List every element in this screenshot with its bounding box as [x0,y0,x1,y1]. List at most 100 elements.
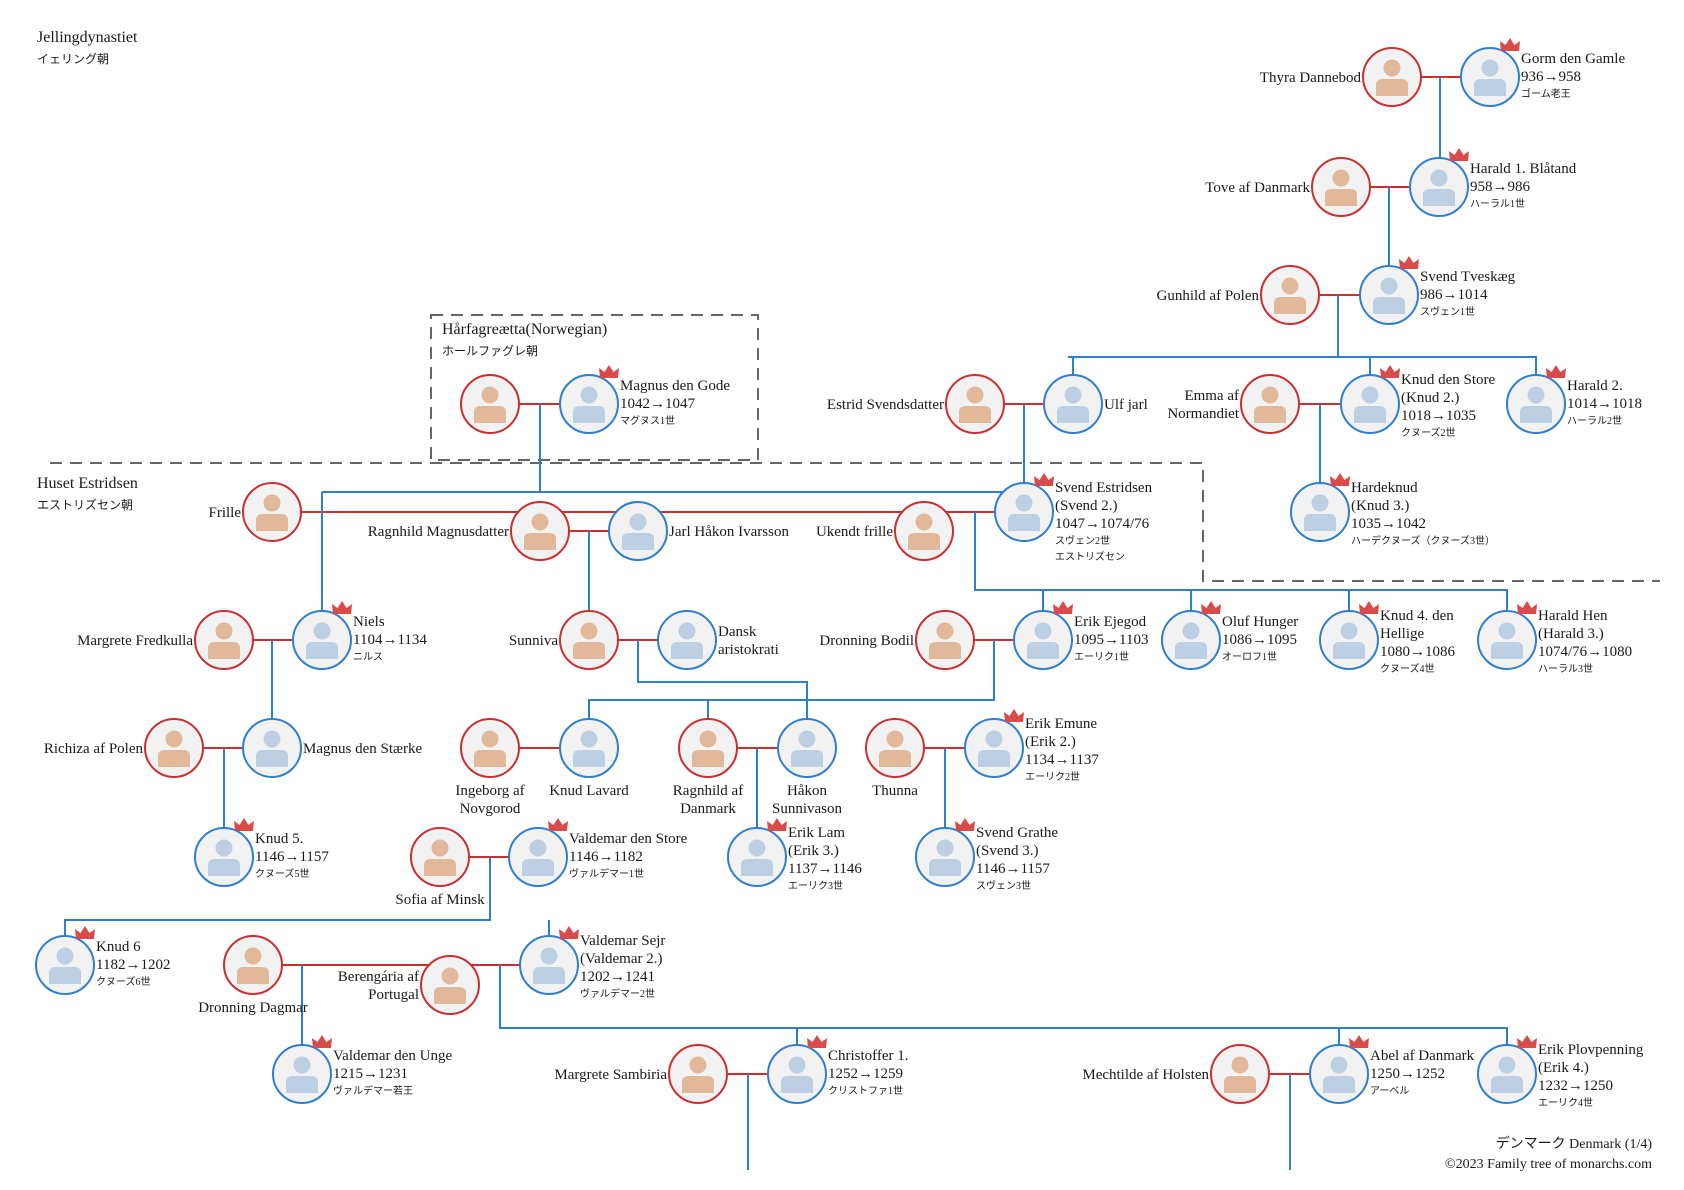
person-node-estrid[interactable]: Estrid Svendsdatter [827,374,1005,434]
portrait-circle [510,501,570,561]
person-node-valdemar2[interactable]: Valdemar Sejr(Valdemar 2.)1202→1241ヴァルデマ… [519,926,665,1000]
person-node-tove[interactable]: Tove af Danmark [1205,157,1371,217]
person-name: Mechtilde af Holsten [1082,1067,1209,1083]
portrait-circle [1359,265,1419,325]
portrait-circle [1290,482,1350,542]
person-reign: 1080→1086 [1380,644,1456,660]
person-reign: 1086→1095 [1222,632,1297,648]
person-name: Hardeknud [1351,480,1418,496]
person-jp-name: エーリク3世 [788,880,843,892]
person-name: (Erik 2.) [1025,734,1076,750]
person-node-frille[interactable]: Frille [209,482,302,542]
person-node-richiza[interactable]: Richiza af Polen [44,718,204,778]
person-reign: 1146→1157 [255,849,329,865]
person-jp-name: ハーラル2世 [1567,415,1622,427]
male-person-icon [522,839,554,876]
male-person-icon [1027,622,1059,659]
person-reign: 1215→1231 [333,1066,408,1082]
person-node-margretes[interactable]: Margrete Sambiria [554,1044,728,1104]
person-node-bodil[interactable]: Dronning Bodil [819,610,975,670]
person-node-ukendt[interactable]: Ukendt frille [816,501,954,561]
person-node-sofia[interactable]: Sofia af Minsk [395,827,485,908]
portrait-circle [1210,1044,1270,1104]
person-name: Danmark [680,801,736,817]
male-person-icon [573,730,605,767]
person-reign: 1134→1137 [1025,752,1099,768]
person-node-gunhild[interactable]: Gunhild af Polen [1157,265,1320,325]
male-person-icon [306,622,338,659]
crown-icon [767,818,787,831]
person-reign: 1014→1018 [1567,396,1642,412]
portrait-circle [559,374,619,434]
person-node-thyra[interactable]: Thyra Dannebod [1260,47,1422,107]
person-node-jarlhakon[interactable]: Jarl Håkon Ivarsson [608,501,789,561]
person-node-magnusw[interactable] [460,374,520,434]
person-node-margretef[interactable]: Margrete Fredkulla [77,610,254,670]
person-name: Frille [209,505,242,521]
person-name: (Harald 3.) [1538,626,1604,642]
person-name: Knud 4. den [1380,608,1454,624]
male-person-icon [1491,622,1523,659]
portrait-circle [1260,265,1320,325]
person-name: Harald 1. Blåtand [1470,161,1577,177]
person-node-mechtilde[interactable]: Mechtilde af Holsten [1082,1044,1270,1104]
person-jp-name: オーロフ1世 [1222,651,1277,663]
male-person-icon [1175,622,1207,659]
person-node-ragnhildm[interactable]: Ragnhild Magnusdatter [368,501,570,561]
person-reign: 1202→1241 [580,969,655,985]
person-node-thunna[interactable]: Thunna [865,718,925,799]
female-person-icon [208,622,240,659]
person-name: Valdemar den Unge [333,1048,452,1064]
male-person-icon [573,386,605,423]
person-jp-name: ヴァルデマー2世 [580,987,655,1000]
person-jp-name: ハーラル1世 [1470,198,1525,210]
person-name: Ingeborg af [455,783,524,799]
person-node-magnuss[interactable]: Magnus den Stærke [242,718,423,778]
person-nodes: Thyra Dannebod Gorm den Gamle936→958ゴーム老王… [35,38,1644,1109]
person-reign: 1035→1042 [1351,516,1426,532]
male-person-icon [1008,494,1040,531]
portrait-circle [460,374,520,434]
person-node-svende[interactable]: Svend Estridsen(Svend 2.)1047→1074/76スヴェ… [994,473,1153,563]
person-node-ulf[interactable]: Ulf jarl [1043,374,1148,434]
person-name: Håkon [787,783,827,799]
person-name: (Svend 2.) [1055,498,1118,514]
portrait-circle [777,718,837,778]
person-node-hardeknud[interactable]: Hardeknud(Knud 3.)1035→1042ハーデクヌーズ（クヌーズ3… [1290,473,1495,547]
portrait-circle [1362,47,1422,107]
person-node-sunniva[interactable]: Sunniva [509,610,619,670]
person-node-knudl[interactable]: Knud Lavard [549,718,629,799]
female-person-icon [424,839,456,876]
person-node-dagmar[interactable]: Dronning Dagmar [198,935,308,1016]
person-jp-name: エーリク1世 [1074,651,1129,663]
male-person-icon [741,839,773,876]
